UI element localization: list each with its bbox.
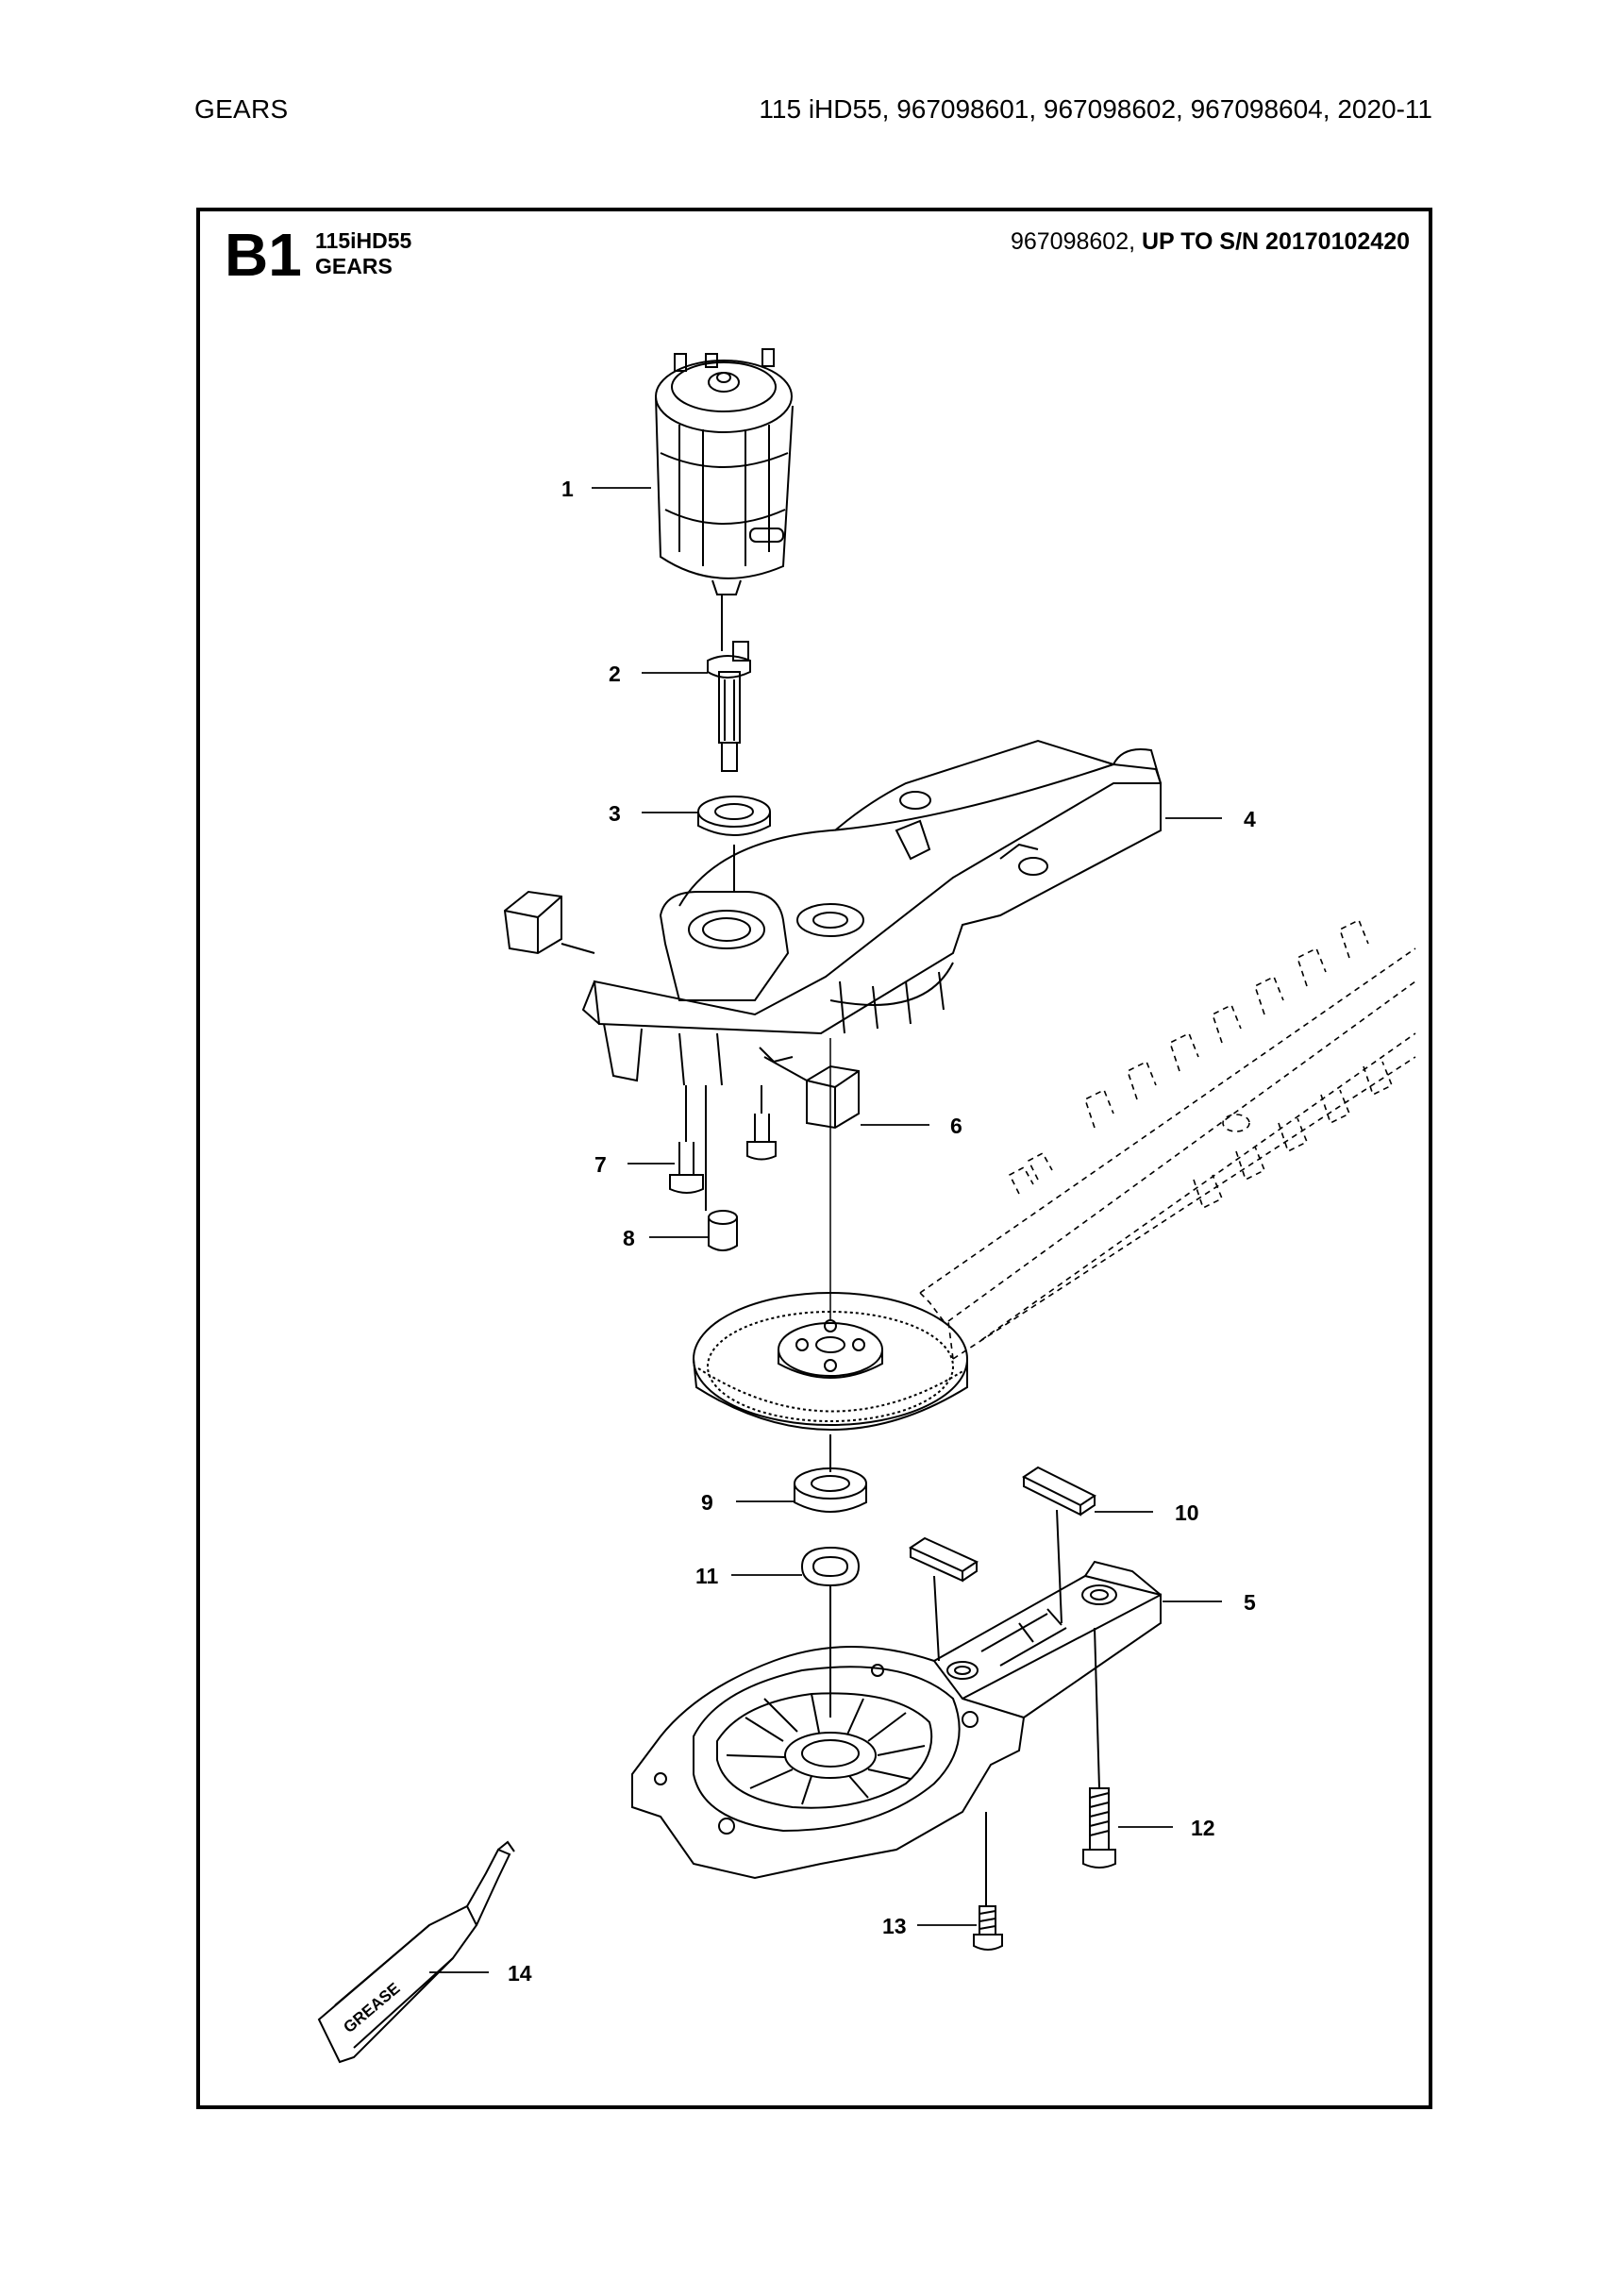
callout-7: 7 [594, 1152, 607, 1177]
washer-part [800, 1546, 861, 1718]
cap-part [503, 890, 860, 1130]
leader-lines [429, 487, 1222, 1973]
gear-housing-part [581, 739, 1162, 1086]
callout-numbers: 1 2 3 4 5 6 7 8 9 10 11 12 13 14 [508, 477, 1256, 1986]
callout-3: 3 [609, 801, 621, 826]
drive-gear-part [693, 1292, 968, 1472]
bearing-part [697, 796, 771, 892]
callout-13: 13 [882, 1914, 907, 1938]
gear-cover-part [631, 1560, 1162, 1880]
screw-part [669, 1085, 777, 1194]
callout-2: 2 [609, 662, 621, 686]
callout-11: 11 [695, 1564, 719, 1588]
serial-limit: UP TO S/N 20170102420 [1142, 228, 1410, 255]
model-name: 115iHD55 [315, 228, 412, 253]
lower-bearing-part [794, 1467, 867, 1513]
callout-6: 6 [950, 1114, 962, 1138]
long-screw-part [1082, 1627, 1116, 1869]
section-heading: 115iHD55 GEARS [315, 228, 411, 279]
page-section-title: GEARS [194, 94, 289, 124]
key-part [908, 1466, 1096, 1662]
callout-8: 8 [623, 1226, 635, 1250]
pinion-shaft-part [707, 641, 751, 772]
callout-1: 1 [561, 477, 574, 501]
page-model-info: 115 iHD55, 967098601, 967098602, 9670986… [759, 94, 1432, 124]
serial-prefix: 967098602, [1010, 228, 1142, 255]
grease-label: GREASE [340, 1979, 403, 2036]
motor-part [655, 348, 794, 651]
blade-outline [919, 918, 1416, 1360]
callout-14: 14 [508, 1961, 532, 1986]
callout-9: 9 [701, 1490, 713, 1515]
callout-12: 12 [1191, 1816, 1215, 1840]
spacer-part [705, 1085, 738, 1251]
serial-range: 967098602, UP TO S/N 20170102420 [1011, 228, 1410, 256]
callout-10: 10 [1175, 1500, 1199, 1525]
section-code: B1 [225, 221, 302, 289]
short-screw-part [973, 1812, 1003, 1951]
diagram-frame: B1 115iHD55 GEARS 967098602, UP TO S/N 2… [196, 208, 1432, 2109]
callout-5: 5 [1244, 1590, 1256, 1615]
section-title: GEARS [315, 254, 393, 278]
callout-4: 4 [1244, 807, 1256, 831]
